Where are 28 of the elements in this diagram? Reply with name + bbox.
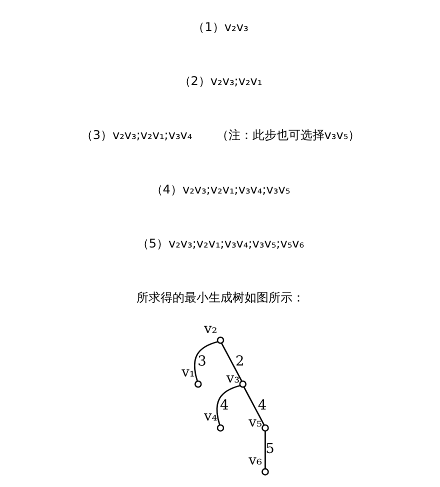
label: （1）v₂v₃ bbox=[192, 20, 248, 34]
node-circle bbox=[238, 380, 246, 388]
connector bbox=[242, 386, 264, 426]
label: （3）v₂v₃;v₂v₁;v₃v₄ （注：此步也可选择v₃v₅） bbox=[80, 128, 360, 142]
connector bbox=[220, 342, 242, 382]
connector bbox=[216, 384, 240, 426]
node-circle bbox=[261, 468, 268, 476]
edge-label: 4 bbox=[219, 397, 228, 414]
node-label: v₂ bbox=[203, 320, 217, 337]
node-circle bbox=[216, 336, 224, 344]
node-label: v₅ bbox=[248, 414, 262, 431]
node-label: v₃ bbox=[226, 370, 240, 387]
connector bbox=[193, 341, 218, 382]
label: （4）v₂v₃;v₂v₁;v₃v₄;v₃v₅ bbox=[150, 182, 290, 196]
edge-label: 2 bbox=[234, 353, 244, 370]
label: （2）v₂v₃;v₂v₁ bbox=[178, 74, 262, 88]
node-label: v₆ bbox=[248, 452, 262, 468]
edge-label: 5 bbox=[265, 441, 274, 458]
node-circle bbox=[194, 380, 202, 388]
edge-label: 4 bbox=[257, 397, 266, 414]
connector bbox=[264, 431, 266, 468]
edge-label: 3 bbox=[197, 353, 206, 370]
node-label: v₄ bbox=[203, 408, 217, 424]
node-circle bbox=[261, 424, 268, 432]
label: 所求得的最小生成树如图所示： bbox=[136, 290, 304, 305]
node-label: v₁ bbox=[181, 364, 194, 381]
label: （5）v₂v₃;v₂v₁;v₃v₄;v₃v₅;v₅v₆ bbox=[136, 236, 304, 251]
node-circle bbox=[216, 424, 224, 432]
